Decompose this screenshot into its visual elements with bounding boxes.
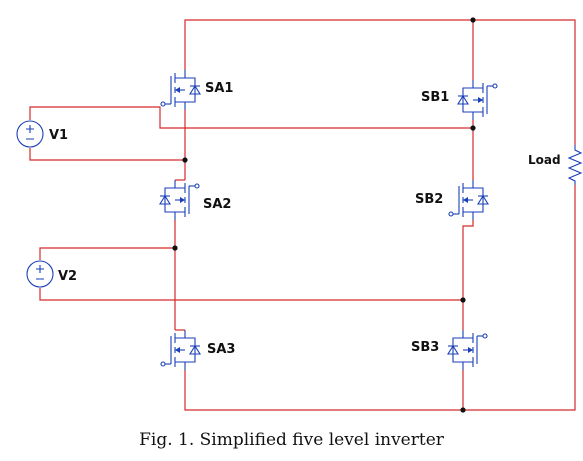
switch-sa2-label: SA2 [203, 197, 231, 212]
load-resistor: Load [528, 145, 583, 185]
node-sb1-source [470, 125, 476, 131]
figure-caption: Fig. 1. Simplified five level inverter [139, 430, 444, 450]
wires [29, 19, 576, 411]
node-bottom [460, 407, 466, 413]
voltage-source-v2: V2 [26, 260, 77, 288]
node-sb2-source [460, 297, 466, 303]
voltage-source-v1: V1 [16, 120, 68, 148]
switch-sa3: SA3 [160, 329, 235, 371]
switch-sa1-label: SA1 [205, 81, 233, 96]
switch-sa1: SA1 [160, 69, 233, 111]
junction-nodes [172, 17, 476, 413]
switch-sb2: SB2 [415, 179, 489, 221]
voltage-source-v2-label: V2 [58, 269, 77, 284]
voltage-source-v1-label: V1 [49, 128, 68, 143]
switch-sb2-label: SB2 [415, 192, 443, 207]
switch-sb1-label: SB1 [421, 90, 449, 105]
node-sa2-source [172, 245, 178, 251]
node-sa1-source [182, 157, 188, 163]
switch-sb1: SB1 [421, 79, 498, 121]
switch-sa3-label: SA3 [207, 342, 235, 357]
node-top [470, 17, 476, 23]
switch-sa2: SA2 [159, 179, 231, 221]
switch-sb3: SB3 [411, 329, 488, 371]
switch-sb3-label: SB3 [411, 340, 439, 355]
load-resistor-label: Load [528, 153, 561, 167]
